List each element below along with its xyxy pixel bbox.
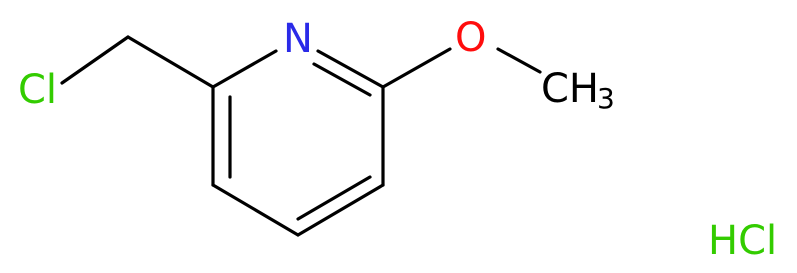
atom-labels: Cl N O CH 3 HCl bbox=[18, 15, 777, 264]
oxygen-label: O bbox=[455, 15, 486, 61]
bond-c4-c3 bbox=[211, 183, 300, 237]
bond-n-c6 bbox=[316, 49, 385, 89]
bond-c5-c4-double bbox=[296, 175, 372, 221]
hydrochloride-label: HCl bbox=[708, 218, 777, 264]
bond-n-c6-double bbox=[312, 62, 372, 97]
methyl-label: CH bbox=[541, 66, 599, 112]
methyl-subscript: 3 bbox=[597, 82, 615, 115]
bond-c6-o bbox=[381, 47, 452, 89]
nitrogen-label: N bbox=[283, 16, 313, 62]
chlorine-label: Cl bbox=[18, 67, 57, 113]
bond-ch2-c2 bbox=[126, 35, 215, 89]
bond-o-ch3 bbox=[496, 47, 542, 74]
bonds bbox=[60, 35, 542, 237]
bond-c2-n bbox=[211, 49, 278, 89]
bond-c5-c4 bbox=[296, 183, 385, 237]
bond-cl-ch2 bbox=[60, 35, 130, 85]
